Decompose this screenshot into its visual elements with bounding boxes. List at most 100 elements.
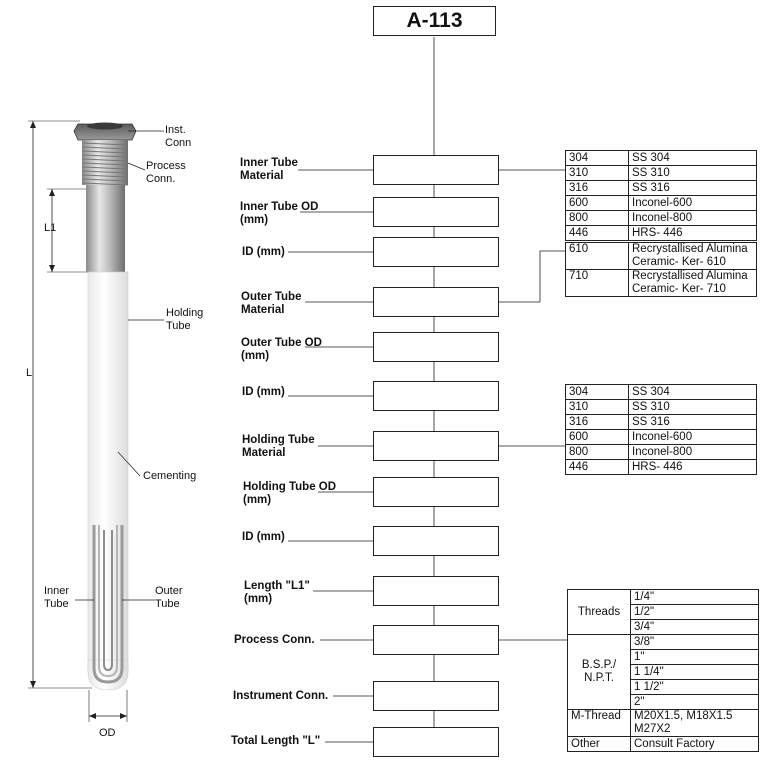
thread-size-cell: 1 1/4" [630,664,759,680]
code-cell: 710 [565,269,629,297]
cementing-label: Cementing [143,470,197,482]
process-thread [82,140,128,185]
field-input-box[interactable] [373,332,499,362]
table-row: 1/2" [568,604,759,620]
description-cell: Inconel-600 [628,429,757,445]
field-input-box[interactable] [373,625,499,655]
inner-tube-label: Inner Tube [44,585,70,610]
field-label: Holding Tube OD (mm) [243,481,337,506]
description-cell: HRS- 446 [628,459,757,475]
dimension-od [88,690,128,722]
code-cell: 610 [565,242,629,270]
field-label: Holding Tube Material [242,434,315,459]
field-label: Inner Tube OD (mm) [240,201,319,226]
description-cell: HRS- 446 [628,225,757,241]
code-cell: 446 [565,225,629,241]
drawing-leaders [75,130,164,601]
code-cell: 310 [565,399,629,415]
field-input-box[interactable] [373,431,499,461]
table-row: 3/4" [568,619,759,635]
od-label: OD [99,727,116,739]
table-row: B.S.P./ N.P.T.3/8" [567,634,759,710]
description-cell: SS 316 [628,414,757,430]
description-cell: Recrystallised Alumina Ceramic- Ker- 610 [628,242,757,270]
description-cell: SS 316 [628,180,757,196]
code-cell: 316 [565,180,629,196]
description-cell: SS 310 [628,399,757,415]
code-cell: 304 [565,150,629,166]
other-label: Other [567,736,631,752]
outer-tube-label: Outer Tube [155,585,183,610]
dimension-l1 [47,188,90,273]
thread-size-cell: 3/8" [630,634,759,650]
dimension-l [28,120,92,689]
hex-head [73,122,137,141]
field-input-box[interactable] [373,381,499,411]
inst-conn-label: Inst. Conn [165,124,192,149]
field-input-box[interactable] [373,576,499,606]
field-input-box[interactable] [373,727,499,757]
field-label: Instrument Conn. [233,690,329,702]
description-cell: SS 304 [628,150,757,166]
other-value: Consult Factory [630,736,759,752]
code-cell: 600 [565,195,629,211]
field-input-box[interactable] [373,681,499,711]
field-input-box[interactable] [373,526,499,556]
thread-size-cell: 1 1/2" [630,679,759,695]
code-cell: 800 [565,444,629,460]
field-label: Outer Tube Material [241,291,302,316]
threads-label: Threads [567,589,631,635]
thread-size-cell: 3/4" [630,619,759,635]
l1-label: L1 [44,222,57,234]
thread-size-cell: 1" [630,649,759,665]
code-cell: 316 [565,414,629,430]
description-cell: Inconel-800 [628,210,757,226]
thread-lines [81,142,129,186]
mthread-label: M-Thread [567,709,631,737]
field-label: ID (mm) [242,246,285,258]
mthread-value: M20X1.5, M18X1.5 M27X2 [630,709,759,737]
code-cell: 800 [565,210,629,226]
field-input-box[interactable] [373,155,499,185]
code-cell: 446 [565,459,629,475]
description-cell: Recrystallised Alumina Ceramic- Ker- 710 [628,269,757,297]
field-label: ID (mm) [242,386,285,398]
bsp-npt-label: B.S.P./ N.P.T. [567,634,631,710]
field-input-box[interactable] [373,287,499,317]
field-input-box[interactable] [373,477,499,507]
thread-size-cell: 2" [630,694,759,710]
thread-size-cell: 1/2" [630,604,759,620]
flow-connectors [288,37,567,743]
field-label: Inner Tube Material [240,157,298,182]
description-cell: Inconel-600 [628,195,757,211]
field-input-box[interactable] [373,197,499,227]
field-label: ID (mm) [242,531,285,543]
shank [86,185,125,272]
holding-tube-label: Holding Tube [166,307,204,332]
field-label: Process Conn. [234,634,315,646]
thread-size-cell: 1/4" [630,589,759,605]
description-cell: Inconel-800 [628,444,757,460]
field-input-box[interactable] [373,237,499,267]
code-cell: 310 [565,165,629,181]
inner-outer-tubes [92,525,124,684]
